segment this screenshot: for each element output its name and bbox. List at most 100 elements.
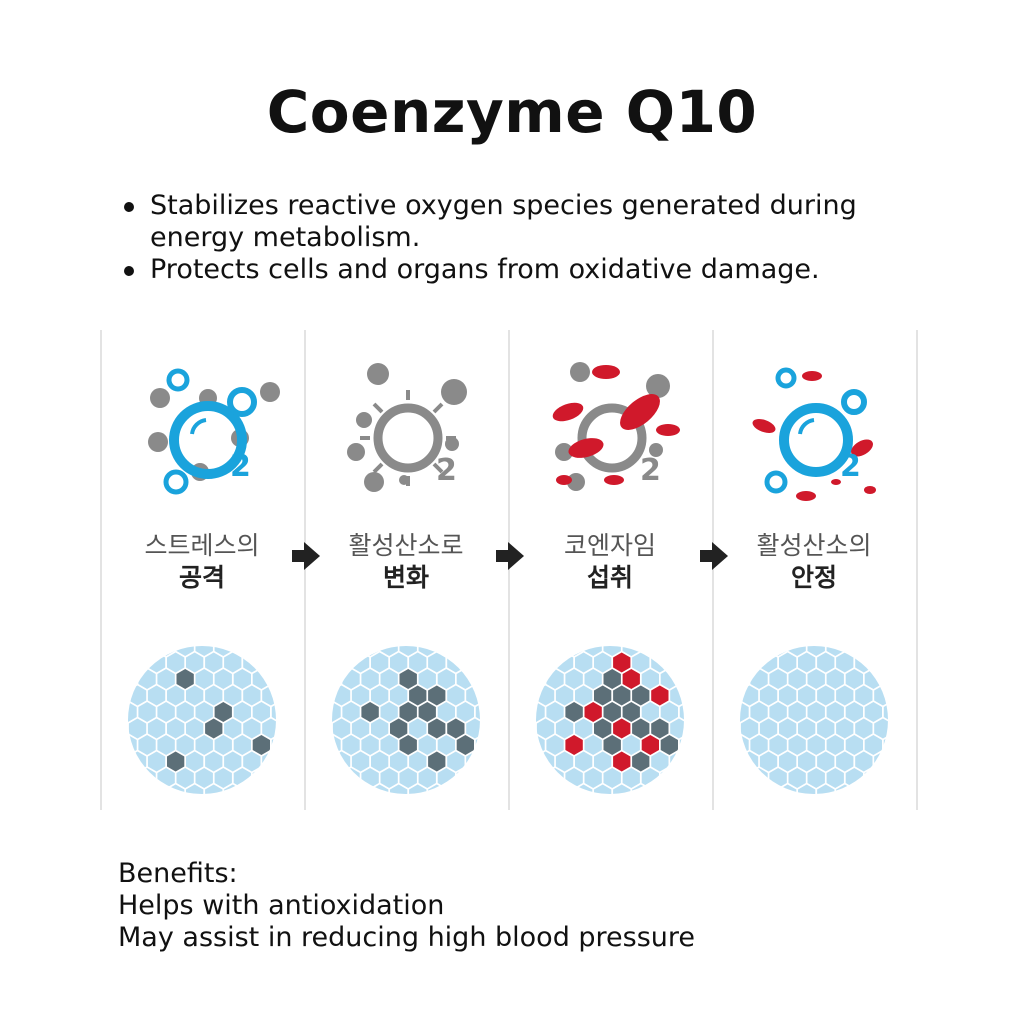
- cell-hexagon: [679, 669, 684, 689]
- cell-hexagon: [214, 735, 232, 755]
- page-title: Coenzyme Q10: [266, 78, 758, 146]
- cell-hexagon: [708, 653, 725, 673]
- cell-hexagon: [186, 751, 204, 772]
- column-divider: [304, 330, 306, 810]
- cell-hexagon-icon: [536, 646, 725, 805]
- cell-hexagon: [660, 646, 678, 656]
- cell-hexagon: [826, 702, 844, 722]
- cell-hexagon: [205, 718, 223, 739]
- cell-hexagon: [418, 702, 436, 722]
- cell-hexagon: [351, 751, 370, 772]
- cell-hexagon: [883, 735, 888, 755]
- cell-hexagon: [243, 784, 261, 794]
- cell-hexagon: [176, 702, 194, 722]
- cell-hexagon: [456, 702, 474, 722]
- cell-hexagon: [641, 646, 659, 656]
- cell-hexagon: [361, 735, 379, 755]
- cell-hexagon: [214, 768, 232, 788]
- cell-hexagon: [332, 669, 341, 689]
- cell-hexagon-icon: [128, 646, 317, 794]
- cell-hexagon: [740, 652, 759, 673]
- cell-hexagon: [205, 784, 223, 794]
- cell-hexagon: [176, 735, 194, 755]
- cell-hexagon: [864, 702, 882, 722]
- cell-hexagon: [883, 646, 888, 656]
- cell-hexagon: [128, 646, 137, 656]
- cell-hexagon: [399, 669, 417, 689]
- cell-hexagon: [418, 669, 436, 689]
- step-stress-attack: 2 스트레스의 공격: [100, 330, 304, 810]
- cell-hexagon: [893, 686, 910, 706]
- cell-hexagon: [817, 652, 835, 673]
- column-divider: [712, 330, 714, 810]
- cell-hexagon: [826, 669, 844, 689]
- cell-hexagon: [271, 735, 276, 755]
- cell-hexagon: [428, 685, 446, 706]
- cell-hexagon: [740, 768, 749, 788]
- cell-hexagon: [594, 751, 612, 772]
- cell-hexagon: [300, 719, 317, 739]
- cell-hexagon: [575, 685, 593, 706]
- cell-hexagon: [214, 646, 232, 656]
- cell-hexagon: [584, 646, 602, 656]
- cell-hexagon: [504, 785, 521, 805]
- cell-hexagon: [883, 669, 888, 689]
- cell-hexagon: [769, 702, 787, 722]
- cell-hexagon: [594, 652, 612, 673]
- cell-hexagon: [788, 646, 806, 656]
- cell-hexagon: [371, 652, 389, 673]
- cell-hexagon: [138, 735, 156, 755]
- cell-hexagon: [893, 653, 910, 673]
- cell-hexagon: [883, 768, 888, 788]
- cell-hexagon: [689, 785, 706, 805]
- cell-hexagon: [233, 646, 251, 656]
- step-ros-stabilization: 2 활성산소의 안정: [712, 330, 916, 810]
- cell-hexagon: [651, 685, 669, 706]
- cell-hexagon: [456, 646, 474, 656]
- cell-hexagon: [651, 718, 669, 739]
- cell-hexagon: [418, 735, 436, 755]
- cell-hexagon: [176, 669, 194, 689]
- cell-hexagon: [495, 669, 512, 689]
- cell-hexagon: [371, 685, 389, 706]
- cell-hexagon: [622, 768, 640, 788]
- cell-hexagon: [147, 685, 166, 706]
- cell-hexagon: [788, 735, 806, 755]
- svg-text:2: 2: [640, 453, 661, 488]
- cell-hexagon: [332, 652, 351, 673]
- cell-hexagon: [447, 784, 465, 794]
- cell-hexagon: [224, 718, 242, 739]
- cell-hexagon: [798, 718, 816, 739]
- cell-hexagon: [817, 784, 835, 794]
- cell-hexagon: [708, 719, 725, 739]
- cell-hexagon: [281, 752, 298, 772]
- cell-hexagon: [128, 652, 147, 673]
- cell-hexagon: [291, 669, 308, 689]
- cell-hexagon: [594, 784, 612, 794]
- cell-hexagon: [903, 768, 920, 788]
- cell-hexagon: [233, 702, 251, 722]
- cell-hexagon: [670, 652, 684, 673]
- cell-hexagon: [128, 669, 137, 689]
- cell-hexagon: [437, 735, 455, 755]
- cell-grid: [128, 646, 920, 805]
- cell-hexagon: [262, 784, 276, 794]
- cell-hexagon: [138, 702, 156, 722]
- cell-hexagon: [546, 646, 564, 656]
- cell-hexagon: [361, 702, 379, 722]
- cell-hexagon: [351, 718, 370, 739]
- cell-hexagon: [622, 702, 640, 722]
- cell-hexagon: [788, 702, 806, 722]
- cell-hexagon: [504, 719, 521, 739]
- cell-hexagon: [224, 751, 242, 772]
- cell-hexagon: [779, 685, 797, 706]
- cell-hexagon: [536, 646, 545, 656]
- cell-hexagon: [807, 669, 825, 689]
- cell-hexagon: [788, 669, 806, 689]
- cell-hexagon: [536, 784, 555, 794]
- cell-hexagon: [798, 784, 816, 794]
- cell-hexagon: [613, 718, 631, 739]
- cell-hexagon: [779, 751, 797, 772]
- cell-hexagon: [157, 735, 175, 755]
- cell-hexagon: [603, 735, 621, 755]
